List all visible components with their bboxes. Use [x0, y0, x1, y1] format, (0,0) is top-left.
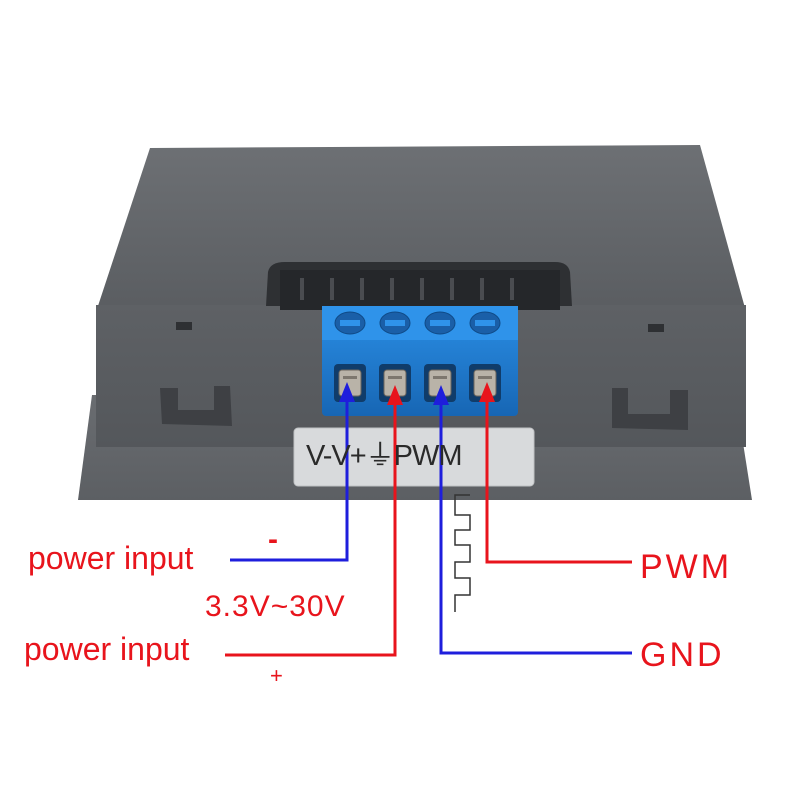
- wire-pwm: [485, 392, 632, 564]
- arrow-v-plus: [387, 385, 403, 405]
- pcb-pins: [300, 278, 514, 300]
- negative-sign-label: -: [268, 523, 278, 556]
- gnd-label: GND: [640, 636, 725, 674]
- voltage-range-label: 3.3V~30V: [205, 590, 346, 623]
- case-top: [96, 145, 745, 312]
- left-clip: [160, 322, 232, 426]
- pwm-label: PWM: [640, 548, 733, 586]
- power-input-positive-label: power input: [24, 631, 190, 667]
- terminal-block: [322, 306, 518, 416]
- wire-v-minus: [230, 392, 349, 562]
- terminal-label-plate: [293, 427, 535, 487]
- arrow-pwm: [479, 382, 495, 402]
- square-wave-symbol: [454, 494, 471, 612]
- wire-v-plus: [225, 395, 397, 657]
- wire-gnd: [439, 395, 632, 655]
- right-clip: [612, 324, 688, 430]
- terminal-strip-label: V-V+⏚PWM: [306, 440, 463, 472]
- arrow-v-minus: [339, 382, 355, 402]
- power-input-negative-label: power input: [28, 540, 194, 576]
- positive-sign-label: +: [270, 663, 283, 688]
- arrow-gnd: [433, 385, 449, 405]
